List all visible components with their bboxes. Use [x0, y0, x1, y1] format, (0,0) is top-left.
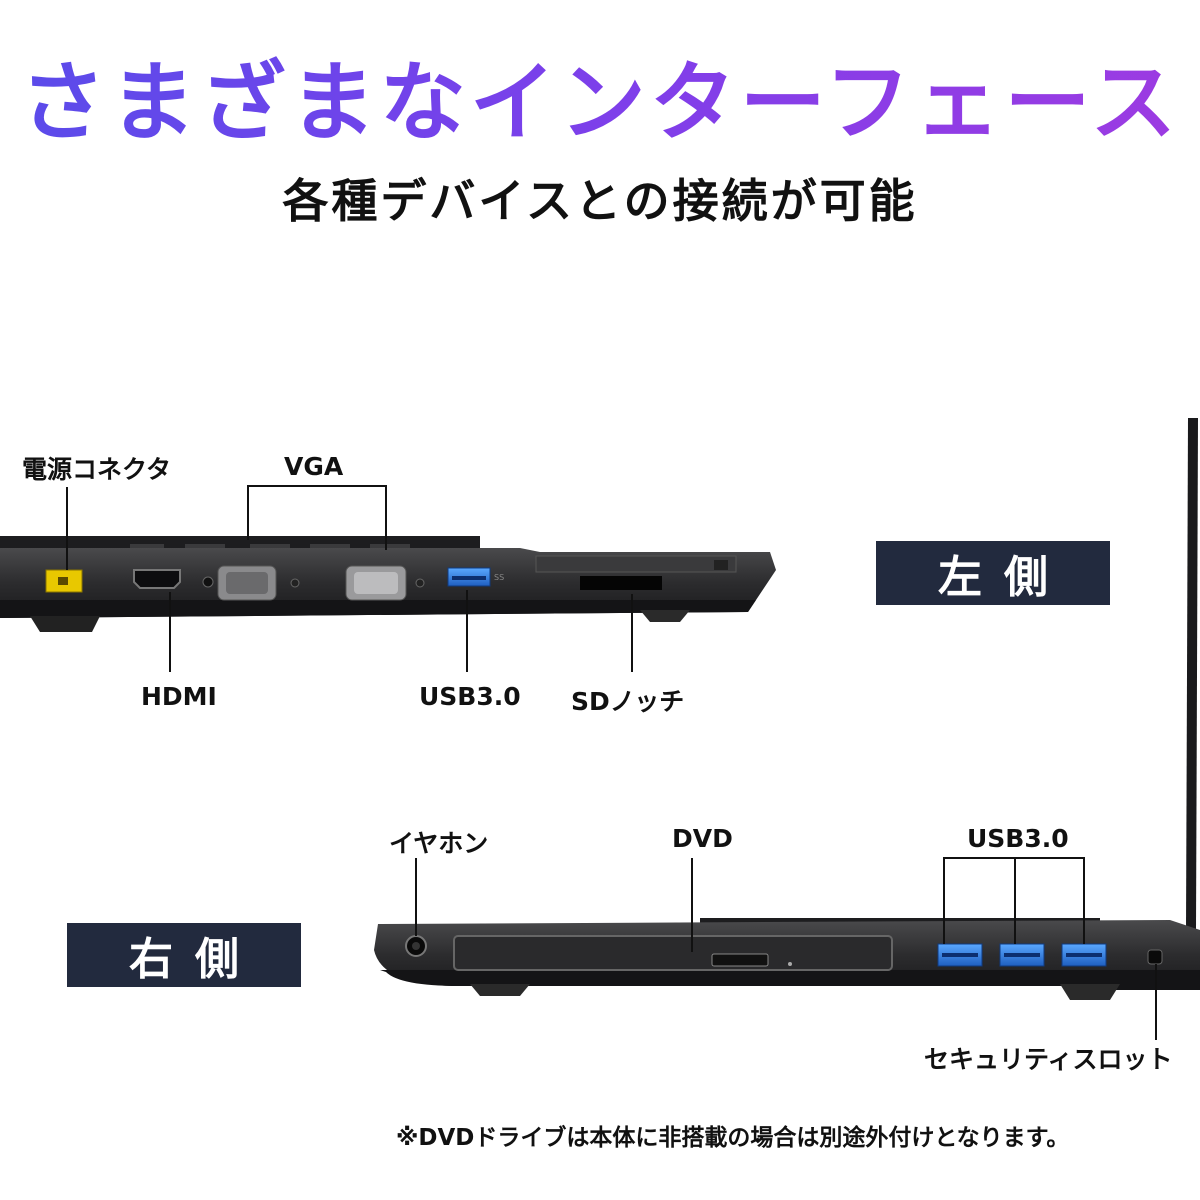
- footnote: ※DVDドライブは本体に非搭載の場合は別途外付けとなります。: [396, 1125, 1070, 1151]
- hdmi-port: [133, 569, 181, 589]
- security-slot: [1147, 949, 1163, 965]
- left-leader-lines: [66, 485, 633, 672]
- right-leader-lines: [415, 857, 1157, 1040]
- left-side-laptop: SS: [0, 536, 776, 632]
- page-title: さまざまなインターフェース: [19, 53, 1181, 153]
- badge-left-side: 左側: [876, 541, 1110, 605]
- dvd-drive: [453, 935, 893, 971]
- label-hdmi: HDMI: [141, 682, 217, 711]
- label-usb-right: USB3.0: [967, 824, 1069, 853]
- label-dvd: DVD: [672, 824, 733, 853]
- label-power-connector: 電源コネクタ: [22, 455, 172, 484]
- svg-text:SS: SS: [494, 573, 504, 582]
- label-security-slot: セキュリティスロット: [924, 1045, 1173, 1074]
- screen-edge: [1186, 418, 1198, 930]
- right-side-laptop: [374, 418, 1200, 1000]
- keyboard-edge: [0, 536, 480, 550]
- label-usb-left: USB3.0: [419, 682, 521, 711]
- page-subtitle: 各種デバイスとの接続が可能: [282, 174, 918, 228]
- label-vga: VGA: [284, 452, 344, 481]
- label-sd-notch: SDノッチ: [571, 687, 685, 716]
- sd-slot: [580, 576, 662, 590]
- badge-right-side: 右側: [67, 923, 301, 987]
- label-earphone: イヤホン: [389, 829, 489, 858]
